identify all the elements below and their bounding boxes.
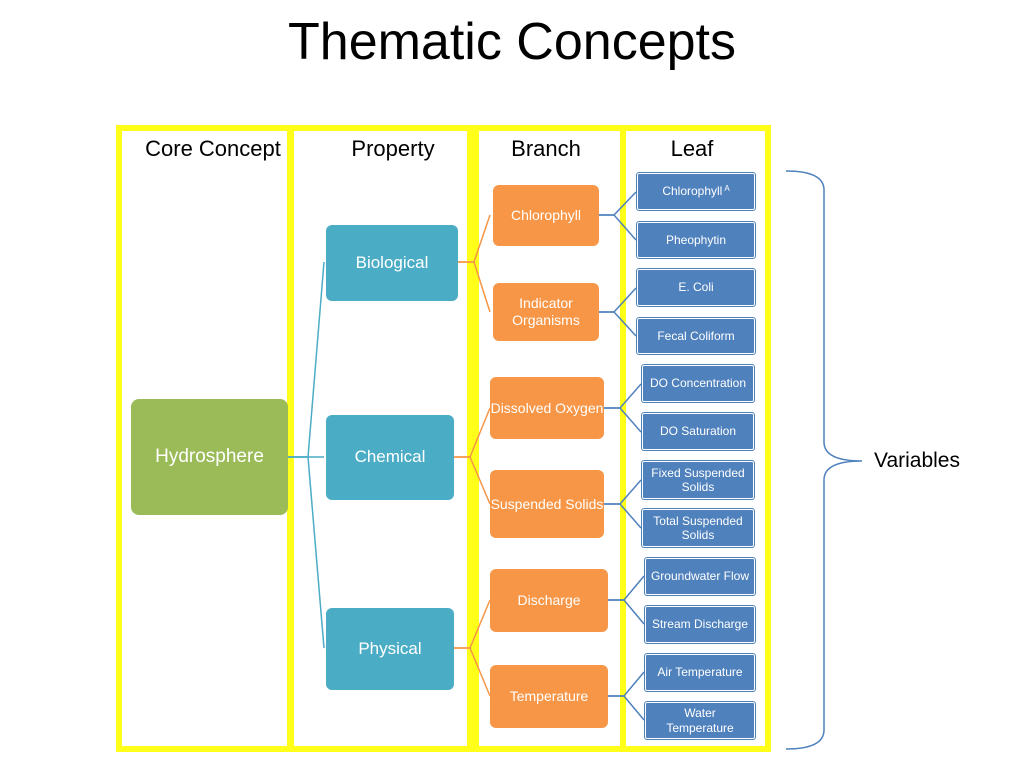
- link-do-concentration: [604, 383, 642, 409]
- link-physical-temperature: [454, 647, 491, 697]
- branch-heading: Branch: [511, 136, 581, 161]
- core-concept-heading: Core Concept: [145, 136, 281, 161]
- link-chemical-dissolved-oxygen: [454, 407, 491, 458]
- property-physical-node: Physical: [326, 608, 454, 690]
- link-chlorophyll-leaf-a: [599, 191, 637, 216]
- link-physical-discharge: [454, 599, 491, 649]
- leaf-pheophytin-node: Pheophytin: [637, 222, 755, 258]
- leaf-groundwater-flow-node: Groundwater Flow: [645, 558, 755, 595]
- property-biological-node: Biological: [326, 225, 458, 301]
- branch-indicator-organisms-node: Indicator Organisms: [493, 283, 599, 341]
- branch-chlorophyll-node: Chlorophyll: [493, 185, 599, 246]
- link-core-physical: [288, 456, 325, 649]
- leaf-chlorophyll-a-label: Chlorophyll: [662, 184, 723, 198]
- link-total-suspended: [604, 503, 642, 529]
- leaf-do-concentration-node: DO Concentration: [642, 365, 754, 402]
- property-heading: Property: [351, 136, 435, 161]
- link-chemical-suspended-solids: [454, 456, 491, 505]
- leaf-heading: Leaf: [670, 136, 714, 161]
- link-chlorophyll-pheophytin: [599, 214, 637, 241]
- property-column-frame: [287, 125, 473, 752]
- link-water-temperature: [608, 695, 645, 721]
- link-air-temperature: [608, 671, 645, 697]
- leaf-chlorophyll-a-subscript: A: [724, 184, 730, 193]
- branch-discharge-node: Discharge: [490, 569, 608, 632]
- variables-bracket: [785, 170, 863, 750]
- branch-dissolved-oxygen-node: Dissolved Oxygen: [490, 377, 604, 439]
- leaf-fixed-suspended-solids-node: Fixed Suspended Solids: [642, 461, 754, 499]
- leaf-ecoli-node: E. Coli: [637, 269, 755, 306]
- leaf-water-temperature-node: Water Temperature: [645, 702, 755, 739]
- link-stream-discharge: [608, 599, 645, 625]
- branch-suspended-solids-node: Suspended Solids: [490, 470, 604, 538]
- leaf-do-saturation-node: DO Saturation: [642, 413, 754, 450]
- core-concept-node: Hydrosphere: [131, 399, 288, 515]
- link-do-saturation: [604, 407, 642, 433]
- link-biological-chlorophyll: [458, 214, 491, 263]
- leaf-air-temperature-node: Air Temperature: [645, 654, 755, 691]
- link-indicator-ecoli: [599, 287, 637, 313]
- leaf-column-frame: [620, 125, 771, 752]
- link-biological-indicator: [458, 261, 491, 313]
- link-indicator-fecal: [599, 311, 637, 337]
- link-groundwater: [608, 575, 645, 601]
- variables-label: Variables: [874, 449, 960, 472]
- property-chemical-node: Chemical: [326, 415, 454, 500]
- branch-temperature-node: Temperature: [490, 665, 608, 728]
- page-title: Thematic Concepts: [288, 13, 736, 71]
- link-fixed-suspended: [604, 479, 642, 505]
- leaf-fecal-coliform-node: Fecal Coliform: [637, 318, 755, 354]
- leaf-stream-discharge-node: Stream Discharge: [645, 606, 755, 643]
- leaf-total-suspended-solids-node: Total Suspended Solids: [642, 509, 754, 547]
- link-core-biological: [288, 261, 325, 458]
